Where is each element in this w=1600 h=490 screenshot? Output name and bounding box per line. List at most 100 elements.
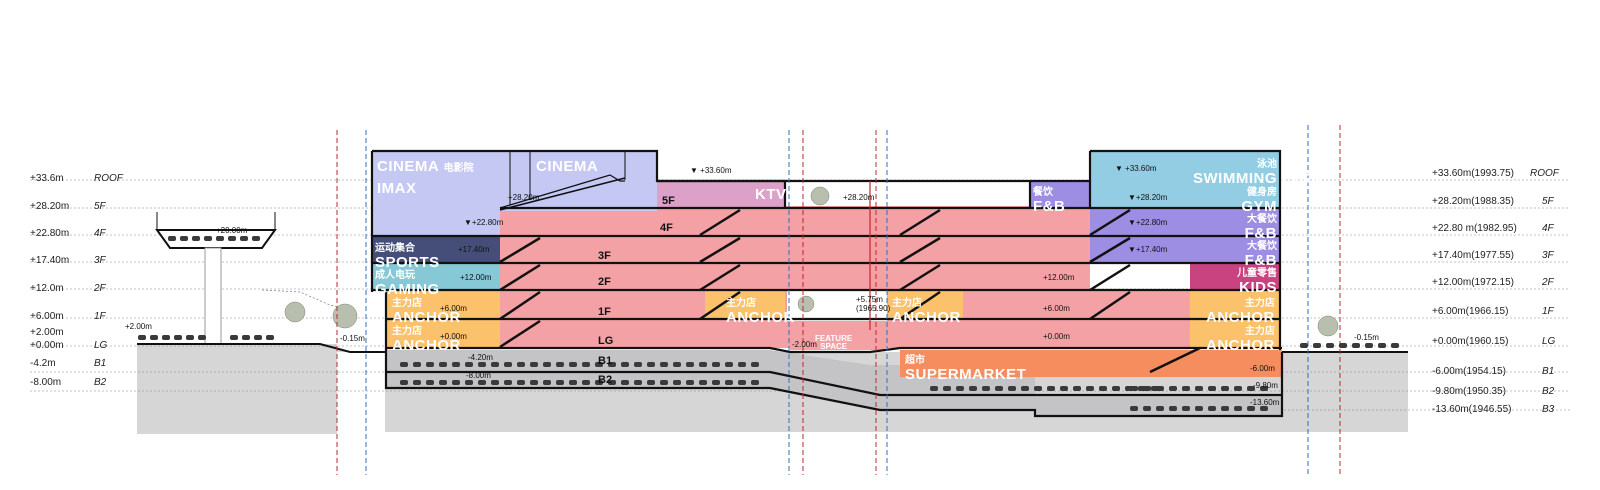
parked-car bbox=[1034, 386, 1042, 391]
elev-street-left: -0.15m bbox=[340, 334, 365, 343]
parked-car bbox=[621, 380, 629, 385]
parked-car bbox=[673, 380, 681, 385]
elev-2f: +12.00m bbox=[460, 273, 492, 282]
right-level-3f-code: 3F bbox=[1542, 250, 1554, 261]
right-level-4f-code: 4F bbox=[1542, 223, 1554, 234]
fb-3f-block bbox=[1090, 235, 1280, 262]
parked-car bbox=[517, 362, 525, 367]
parked-car bbox=[751, 362, 759, 367]
anchor-1f-far bbox=[1190, 291, 1280, 319]
elev-street-right: -0.15m bbox=[1354, 333, 1379, 342]
parked-car bbox=[204, 236, 212, 241]
grid-lines-red bbox=[336, 125, 1341, 475]
parked-car bbox=[478, 380, 486, 385]
elev-5f-right: ▼+28.20m bbox=[1128, 193, 1168, 202]
parked-car bbox=[1156, 386, 1164, 391]
parked-car bbox=[634, 380, 642, 385]
parked-car bbox=[254, 335, 262, 340]
kids-block bbox=[1190, 262, 1280, 290]
floor-label-lg: LG bbox=[598, 335, 614, 347]
parked-car bbox=[1086, 386, 1094, 391]
left-level-b1: -4.2m bbox=[30, 358, 56, 369]
left-ground-line bbox=[137, 343, 386, 353]
parked-car bbox=[1221, 406, 1229, 411]
floor-label-5f: 5F bbox=[662, 195, 675, 207]
parked-car bbox=[1195, 406, 1203, 411]
parked-car bbox=[426, 362, 434, 367]
parked-car bbox=[673, 362, 681, 367]
parking-b3 bbox=[1035, 395, 1282, 415]
parked-car bbox=[1260, 406, 1268, 411]
cinema-seating bbox=[499, 174, 625, 209]
parked-car bbox=[1021, 386, 1029, 391]
parked-car bbox=[530, 380, 538, 385]
right-level-1f-code: 1F bbox=[1542, 306, 1554, 317]
right-level-2f: +12.00m(1972.15) bbox=[1432, 277, 1515, 288]
bridge-pier bbox=[204, 247, 222, 345]
supermarket-block bbox=[900, 350, 1282, 377]
parked-car bbox=[1143, 406, 1151, 411]
right-level-5f: +28.20m(1988.35) bbox=[1432, 196, 1515, 207]
right-level-lg: +0.00m(1960.15) bbox=[1432, 336, 1509, 347]
left-level-lg-code: LG bbox=[94, 340, 108, 351]
parked-car bbox=[465, 380, 473, 385]
parked-car bbox=[180, 236, 188, 241]
left-level-b1-code: B1 bbox=[94, 358, 107, 369]
parked-car bbox=[491, 380, 499, 385]
right-level-5f-code: 5F bbox=[1542, 196, 1554, 207]
parked-car bbox=[1060, 386, 1068, 391]
parked-car bbox=[138, 335, 146, 340]
parked-car bbox=[413, 362, 421, 367]
parked-car bbox=[504, 380, 512, 385]
parked-car bbox=[1247, 386, 1255, 391]
floor-label-b1: B1 bbox=[598, 355, 613, 367]
right-level-4f: +22.80 m(1982.95) bbox=[1432, 223, 1517, 234]
parked-car bbox=[530, 362, 538, 367]
parked-car bbox=[1208, 406, 1216, 411]
parked-car bbox=[608, 362, 616, 367]
cinema-block bbox=[372, 151, 657, 211]
ktv-block bbox=[657, 181, 785, 208]
parked-car bbox=[1169, 406, 1177, 411]
parked-car bbox=[400, 362, 408, 367]
floor-label-b2: B2 bbox=[598, 374, 613, 386]
left-level-5f-code: 5F bbox=[94, 201, 106, 212]
parked-car bbox=[174, 335, 182, 340]
cinema-walls bbox=[509, 151, 626, 205]
elev-b2-right: -9.80m bbox=[1253, 381, 1278, 390]
left-level-b2-code: B2 bbox=[94, 377, 107, 388]
elev-3f: +17.40m bbox=[458, 245, 490, 254]
gym-block bbox=[1090, 181, 1280, 208]
parked-car bbox=[266, 335, 274, 340]
fb-4f-block bbox=[1090, 208, 1280, 235]
left-level-5f: +28.20m bbox=[30, 201, 70, 212]
elev-atrium: +5.75m(1965.90) bbox=[856, 295, 891, 313]
parked-car bbox=[712, 380, 720, 385]
parked-car bbox=[439, 380, 447, 385]
parked-car bbox=[1339, 343, 1347, 348]
parked-car bbox=[699, 362, 707, 367]
parked-car bbox=[725, 380, 733, 385]
parked-car bbox=[660, 380, 668, 385]
parked-car bbox=[738, 380, 746, 385]
parked-car bbox=[725, 362, 733, 367]
parked-car bbox=[413, 380, 421, 385]
elev-1f-right: +6.00m bbox=[1043, 304, 1070, 313]
elev-b2: -8.00m bbox=[466, 371, 491, 380]
parked-car bbox=[647, 380, 655, 385]
right-level-b1-code: B1 bbox=[1542, 366, 1555, 377]
floor-label-2f: 2F bbox=[598, 276, 611, 288]
right-level-2f-code: 2F bbox=[1542, 277, 1554, 288]
parked-car bbox=[478, 362, 486, 367]
parked-car bbox=[956, 386, 964, 391]
elev-4f: ▼+22.80m bbox=[464, 218, 504, 227]
parked-car bbox=[198, 335, 206, 340]
